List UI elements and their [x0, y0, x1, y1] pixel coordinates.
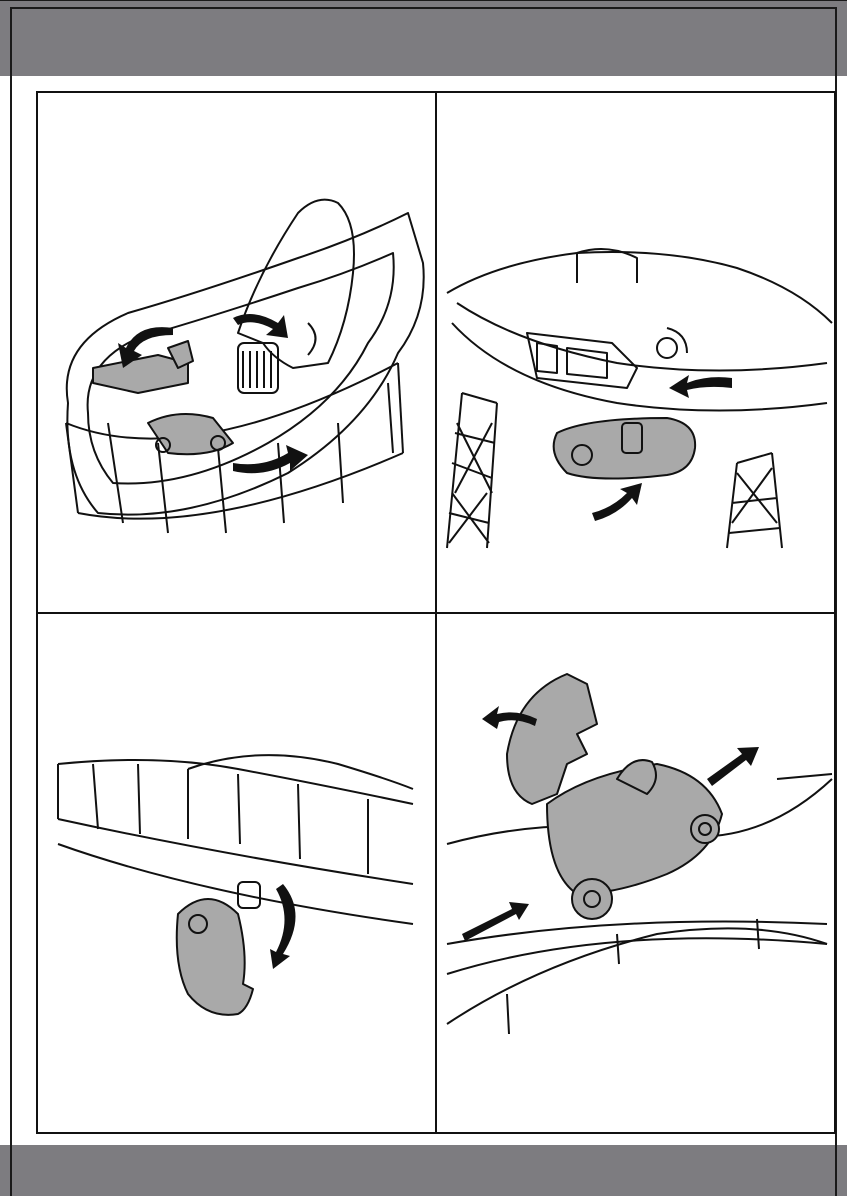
arrow-out-right: [707, 747, 759, 786]
track-clean-illustration: [38, 93, 435, 612]
key-turn-illustration: [38, 614, 435, 1132]
arrow-insert: [669, 375, 732, 398]
track-upper-edge: [58, 760, 413, 804]
track-top-edge: [447, 252, 832, 323]
arrow-turn: [592, 483, 642, 521]
tower-key-illustration: [437, 93, 834, 612]
footer-bar: [0, 1145, 847, 1196]
track-outer-edge: [447, 928, 827, 1024]
car-on-track: [148, 414, 233, 454]
page-border-left: [10, 76, 12, 1145]
panel-step-2: [437, 93, 834, 612]
arrow-push-in: [462, 902, 529, 941]
header-bar: [0, 0, 847, 76]
mechanism-box: [527, 333, 637, 388]
panel-step-1: [38, 93, 435, 612]
kart-wheel-rear: [691, 815, 719, 843]
kart-place-illustration: [437, 614, 834, 1132]
footer-frame: [10, 1145, 837, 1196]
panel-step-3: [38, 614, 435, 1132]
kart-wheel-front: [572, 879, 612, 919]
arrow-down-curved: [270, 884, 296, 969]
key-removable: [177, 899, 253, 1015]
header-frame: [10, 7, 837, 77]
arrow-right: [233, 445, 308, 473]
panel-step-4: [437, 614, 834, 1132]
